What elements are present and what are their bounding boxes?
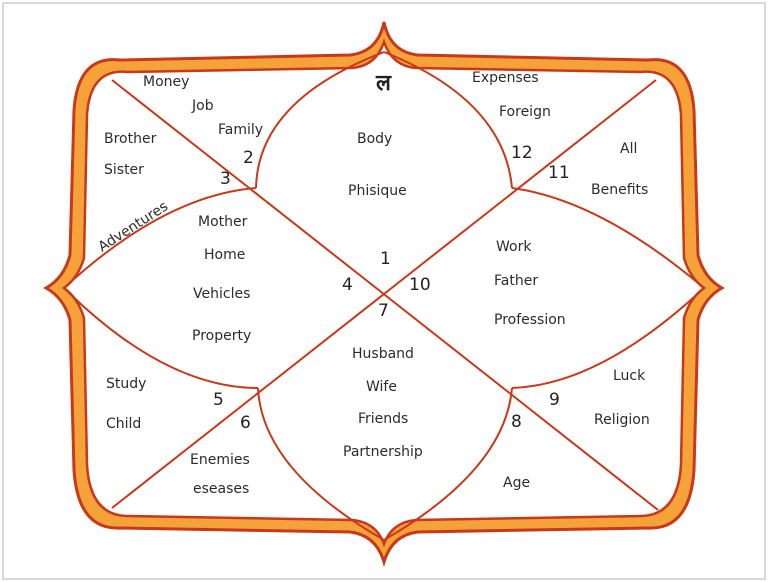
house-5-number: 5 <box>213 390 224 410</box>
house-9-number: 9 <box>549 390 560 410</box>
house-1-number: 1 <box>380 249 391 269</box>
house-9-label-2: Religion <box>594 412 650 428</box>
curve-bottom-right <box>383 387 513 541</box>
house-10-label-1: Work <box>496 239 532 255</box>
house-10-label-3: Profession <box>494 312 566 328</box>
house-10-number: 10 <box>409 275 431 295</box>
house-7-label-2: Wife <box>366 379 397 395</box>
house-4-label-4: Property <box>192 328 251 344</box>
house-11-label-1: All <box>620 141 637 157</box>
house-5-label-2: Child <box>106 416 141 432</box>
house-2-label-3: Family <box>218 122 263 138</box>
curve-right-top <box>511 187 705 289</box>
diagonal-anti <box>111 79 657 509</box>
lagna-symbol: ल <box>375 71 392 96</box>
chart-lines <box>63 51 705 541</box>
house-2-label-2: Job <box>191 98 214 114</box>
house-3-label-1: Brother <box>104 131 157 147</box>
house-6-number: 6 <box>240 413 251 433</box>
house-4-label-1: Mother <box>198 214 248 230</box>
house-7-number: 7 <box>378 301 389 321</box>
curve-top-left <box>255 51 385 189</box>
diagonal-main <box>111 79 659 511</box>
curve-left-bottom <box>63 287 259 389</box>
house-3-number: 3 <box>220 169 231 189</box>
house-8-number: 8 <box>511 412 522 432</box>
house-1-label-1: Body <box>357 131 392 147</box>
house-3-label-2: Sister <box>104 162 144 178</box>
curve-bottom-left <box>257 387 385 541</box>
house-4-label-3: Vehicles <box>193 286 250 302</box>
house-6-label-1: Enemies <box>190 452 250 468</box>
house-2-number: 2 <box>243 148 254 168</box>
curve-top-right <box>383 51 513 189</box>
curve-left-top <box>63 187 257 289</box>
house-12-number: 12 <box>511 143 533 163</box>
house-8-label-1: Age <box>503 475 530 491</box>
house-6-label-2: eseases <box>193 481 249 497</box>
house-7-label-3: Friends <box>358 411 408 427</box>
house-12-label-2: Foreign <box>499 104 551 120</box>
house-7-label-4: Partnership <box>343 444 423 460</box>
house-7-label-1: Husband <box>352 346 414 362</box>
house-9-label-1: Luck <box>613 368 646 384</box>
house-11-label-2: Benefits <box>591 182 648 198</box>
house-11-number: 11 <box>548 163 570 183</box>
curve-right-bottom <box>511 287 705 389</box>
house-12-label-1: Expenses <box>472 70 539 86</box>
house-10-label-2: Father <box>494 273 538 289</box>
house-4-number: 4 <box>342 275 353 295</box>
house-2-label-1: Money <box>143 74 189 90</box>
house-1-label-2: Phisique <box>348 183 407 199</box>
house-5-label-1: Study <box>106 376 146 392</box>
house-4-label-2: Home <box>204 247 245 263</box>
